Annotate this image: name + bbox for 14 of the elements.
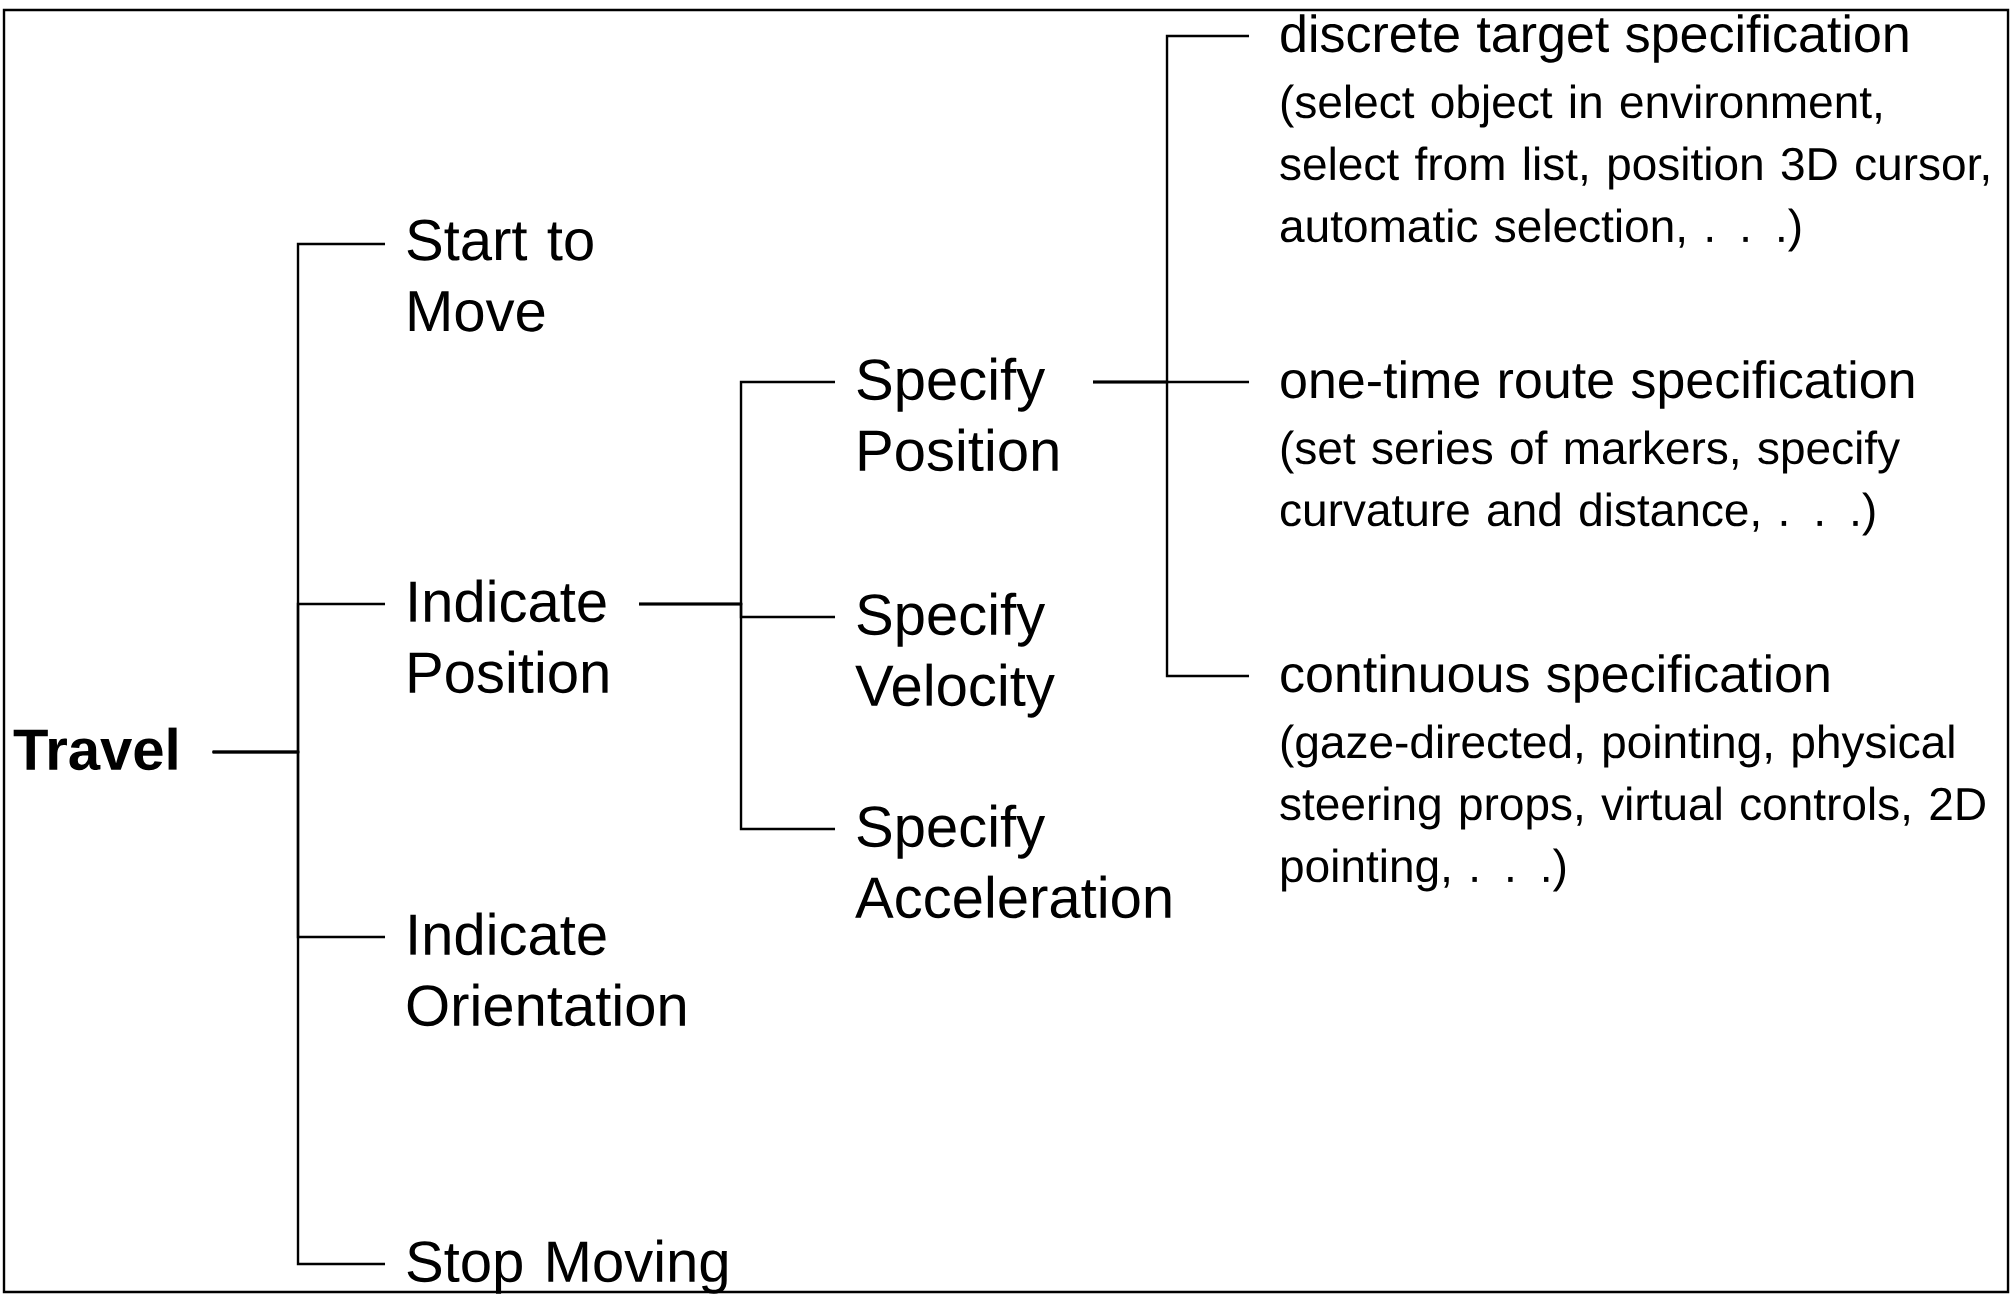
leaf-description: discrete target specification (select object in environment, select from list, position 3D cursor, automatic selection, . . .) [1280, 14, 1989, 252]
tree-item: Stop Moving [407, 1239, 727, 1294]
tree-item: Specify Position [857, 357, 1058, 472]
root-label: Travel [13, 727, 177, 771]
connector-line [212, 750, 385, 1266]
tree-item: Specify Acceleration [855, 804, 1171, 919]
tree-item: Specify Velocity [855, 592, 1055, 718]
connector-line [1093, 380, 1249, 678]
tree-item: Start to Move [407, 219, 593, 332]
tree-item: Indicate Orientation [407, 912, 685, 1027]
leaf-description: continuous specification (gaze-directed, pointing, physical steering props, virtual controls, 2D pointing, . . .) [1280, 654, 1985, 892]
connector-line [639, 602, 835, 831]
tree-item: Indicate Position [409, 579, 608, 694]
leaf-description: one-time route specification (set series of markers, specify curvature and distance, . . .) [1280, 360, 1914, 536]
